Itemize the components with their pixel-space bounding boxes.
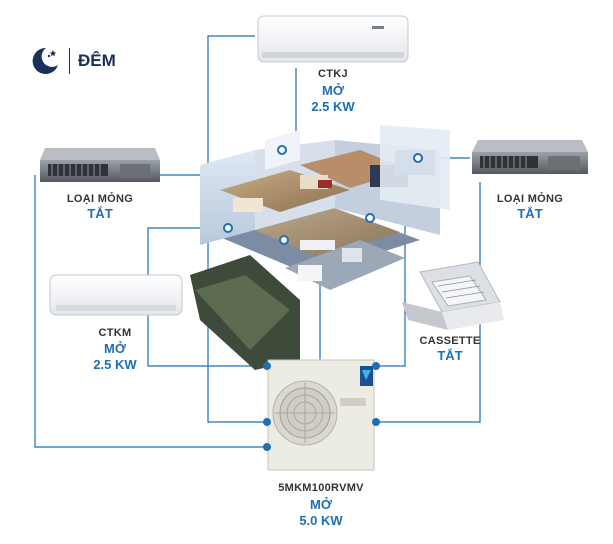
house-cutaway xyxy=(190,125,450,370)
ctkj-model: CTKJ xyxy=(318,68,348,80)
ctkm-state: MỞ xyxy=(104,341,126,356)
ctkm-label-group: CTKM MỞ 2.5 KW xyxy=(60,327,170,373)
line-ctkm xyxy=(147,305,267,367)
outdoor-unit xyxy=(267,359,375,471)
cassette-state: TẮT xyxy=(437,348,463,363)
line-duct-right xyxy=(376,182,481,423)
line-duct-left xyxy=(34,175,267,448)
duct-left-state: TẮT xyxy=(87,206,113,221)
line-cassette xyxy=(376,310,406,367)
ctkj-state: MỞ xyxy=(322,83,344,98)
moon-stars-icon xyxy=(32,47,58,74)
duct-right-model: LOẠI MỎNG xyxy=(496,193,564,205)
outdoor-power: 5.0 KW xyxy=(299,513,343,528)
duct-right-unit xyxy=(472,140,588,174)
mode-label: ĐÊM xyxy=(78,51,116,70)
ctkm-model: CTKM xyxy=(98,327,132,339)
outdoor-label-group: 5MKM100RVMV MỞ 5.0 KW xyxy=(246,482,396,529)
cassette-unit xyxy=(402,261,504,330)
connection-lines xyxy=(34,35,481,448)
ctkm-unit xyxy=(49,274,183,316)
outdoor-model: 5MKM100RVMV xyxy=(278,482,364,494)
duct-right-state: TẮT xyxy=(517,206,543,221)
ctkj-unit xyxy=(257,15,409,63)
mode-indicator: ĐÊM xyxy=(30,44,140,78)
duct-left-unit xyxy=(40,148,160,182)
cassette-model: CASSETTE xyxy=(419,335,481,347)
duct-left-model: LOẠI MỎNG xyxy=(66,193,134,205)
outdoor-state: MỞ xyxy=(310,497,332,512)
duct-left-label-group: LOẠI MỎNG TẮT xyxy=(40,193,160,222)
ctkj-power: 2.5 KW xyxy=(311,99,355,114)
duct-right-label-group: LOẠI MỎNG TẮT xyxy=(470,193,590,222)
ctkj-label-group: CTKJ MỞ 2.5 KW xyxy=(258,68,408,115)
connection-dots xyxy=(263,362,380,451)
cassette-label-group: CASSETTE TẮT xyxy=(395,335,505,364)
ctkm-power: 2.5 KW xyxy=(93,357,137,372)
mode-divider xyxy=(69,48,70,74)
